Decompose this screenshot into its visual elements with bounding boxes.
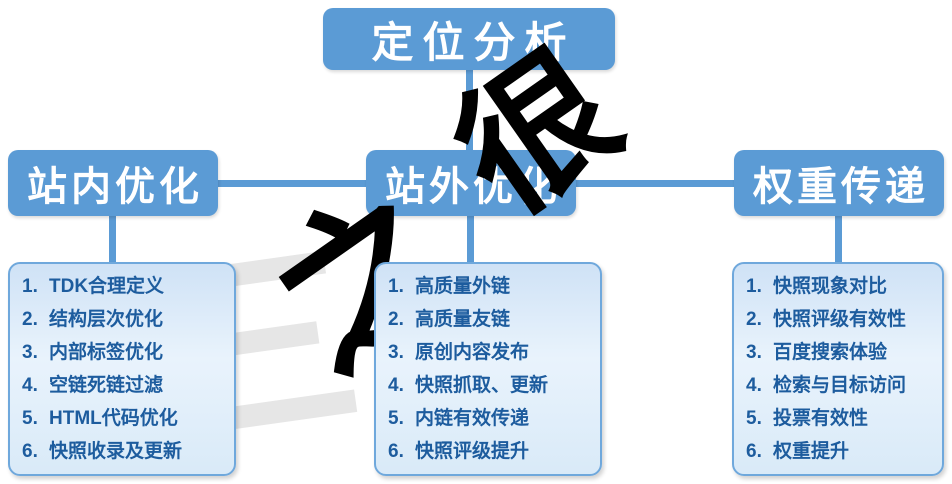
- list-item: 6. 权重提升: [746, 442, 930, 461]
- item-text: 快照现象对比: [773, 276, 888, 297]
- list-item: 2. 高质量友链: [388, 310, 588, 329]
- list-item: 4. 检索与目标访问: [746, 376, 930, 395]
- item-text: 内链有效传递: [415, 408, 530, 429]
- list-item: 4. 空链死链过滤: [22, 376, 222, 395]
- list-item: 4. 快照抓取、更新: [388, 376, 588, 395]
- item-number: 5.: [746, 408, 762, 429]
- list-item: 5. 内链有效传递: [388, 409, 588, 428]
- list-item: 1. 快照现象对比: [746, 277, 930, 296]
- item-text: 高质量外链: [415, 276, 511, 297]
- connector-onsite-vertical: [109, 214, 116, 266]
- item-text: 快照评级有效性: [773, 309, 907, 330]
- list-item: 3. 内部标签优化: [22, 343, 222, 362]
- item-number: 3.: [22, 342, 38, 363]
- item-number: 2.: [746, 309, 762, 330]
- item-text: 快照评级提升: [415, 441, 530, 462]
- item-number: 5.: [388, 408, 404, 429]
- item-number: 4.: [746, 375, 762, 396]
- item-number: 2.: [388, 309, 404, 330]
- item-text: 快照收录及更新: [49, 441, 183, 462]
- item-text: 检索与目标访问: [773, 375, 907, 396]
- item-text: 百度搜索体验: [773, 342, 888, 363]
- item-text: 投票有效性: [773, 408, 869, 429]
- list-item: 5. HTML代码优化: [22, 409, 222, 428]
- list-item: 5. 投票有效性: [746, 409, 930, 428]
- item-number: 3.: [388, 342, 404, 363]
- connector-root-vertical: [466, 66, 473, 156]
- list-onsite-optimization: 1. TDK合理定义 2. 结构层次优化 3. 内部标签优化 4. 空链死链过滤…: [8, 262, 236, 476]
- list-item: 1. 高质量外链: [388, 277, 588, 296]
- list-item: 6. 快照收录及更新: [22, 442, 222, 461]
- list-item: 2. 快照评级有效性: [746, 310, 930, 329]
- list-item: 1. TDK合理定义: [22, 277, 222, 296]
- item-text: 原创内容发布: [415, 342, 530, 363]
- node-offsite-optimization: 站外优化: [366, 150, 576, 216]
- item-text: 空链死链过滤: [49, 375, 164, 396]
- list-item: 6. 快照评级提升: [388, 442, 588, 461]
- node-weight-transfer: 权重传递: [734, 150, 944, 216]
- item-text: 权重提升: [773, 441, 850, 462]
- connector-offsite-vertical: [467, 214, 474, 266]
- item-text: 快照抓取、更新: [415, 375, 549, 396]
- list-offsite-optimization: 1. 高质量外链 2. 高质量友链 3. 原创内容发布 4. 快照抓取、更新 5…: [374, 262, 602, 476]
- item-number: 4.: [22, 375, 38, 396]
- list-item: 3. 原创内容发布: [388, 343, 588, 362]
- item-text: 内部标签优化: [49, 342, 164, 363]
- item-number: 3.: [746, 342, 762, 363]
- item-number: 4.: [388, 375, 404, 396]
- item-number: 1.: [22, 276, 38, 297]
- item-number: 1.: [388, 276, 404, 297]
- item-number: 6.: [22, 441, 38, 462]
- list-item: 2. 结构层次优化: [22, 310, 222, 329]
- node-onsite-optimization: 站内优化: [8, 150, 218, 216]
- list-item: 3. 百度搜索体验: [746, 343, 930, 362]
- item-number: 2.: [22, 309, 38, 330]
- item-number: 6.: [388, 441, 404, 462]
- item-text: 高质量友链: [415, 309, 511, 330]
- item-number: 1.: [746, 276, 762, 297]
- list-weight-transfer: 1. 快照现象对比 2. 快照评级有效性 3. 百度搜索体验 4. 检索与目标访…: [732, 262, 944, 476]
- item-text: 结构层次优化: [49, 309, 164, 330]
- node-positioning-analysis: 定位分析: [323, 8, 615, 70]
- item-number: 6.: [746, 441, 762, 462]
- item-text: HTML代码优化: [49, 408, 178, 429]
- item-text: TDK合理定义: [49, 276, 165, 297]
- item-number: 5.: [22, 408, 38, 429]
- connector-weight-vertical: [835, 214, 842, 266]
